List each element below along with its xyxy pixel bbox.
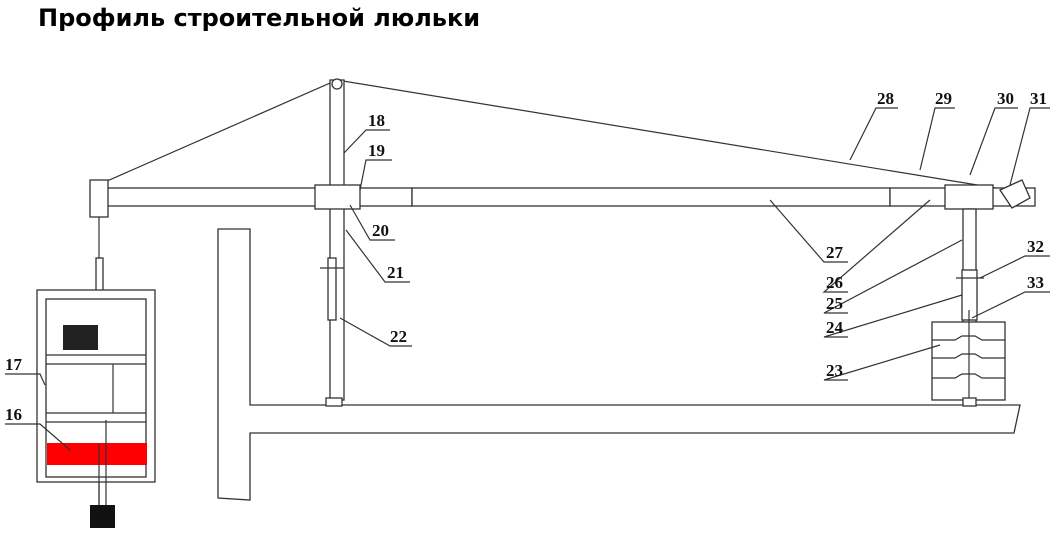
label-32: 32 <box>1027 237 1044 256</box>
label-16: 16 <box>5 405 22 424</box>
label-29: 29 <box>935 89 952 108</box>
label-19: 19 <box>368 141 385 160</box>
label-24: 24 <box>826 318 844 337</box>
page-title: Профиль строительной люльки <box>38 4 481 32</box>
front-mast <box>329 79 345 401</box>
label-20: 20 <box>372 221 389 240</box>
label-18: 18 <box>368 111 385 130</box>
label-33: 33 <box>1027 273 1044 292</box>
beam-end-block <box>89 179 109 218</box>
concrete-structure <box>217 228 1021 501</box>
label-21: 21 <box>387 263 404 282</box>
label-31: 31 <box>1030 89 1047 108</box>
part-labels: 16 17 18 19 20 21 22 23 24 25 26 27 28 2… <box>5 89 1047 424</box>
label-26: 26 <box>826 273 843 292</box>
label-25: 25 <box>826 294 843 313</box>
label-17: 17 <box>5 355 23 374</box>
label-22: 22 <box>390 327 407 346</box>
mast-sleeve <box>327 257 337 321</box>
label-30: 30 <box>997 89 1014 108</box>
front-beam <box>99 187 413 207</box>
bottom-weight <box>90 505 115 528</box>
label-28: 28 <box>877 89 894 108</box>
label-23: 23 <box>826 361 843 380</box>
top-pulley <box>331 78 343 90</box>
hoist-motor <box>63 325 98 350</box>
leader-lines <box>5 107 1050 451</box>
platform-red-panel <box>47 443 147 465</box>
middle-beam <box>411 187 891 207</box>
counterweights <box>931 310 1006 401</box>
label-27: 27 <box>826 243 844 262</box>
work-platform <box>36 289 156 505</box>
